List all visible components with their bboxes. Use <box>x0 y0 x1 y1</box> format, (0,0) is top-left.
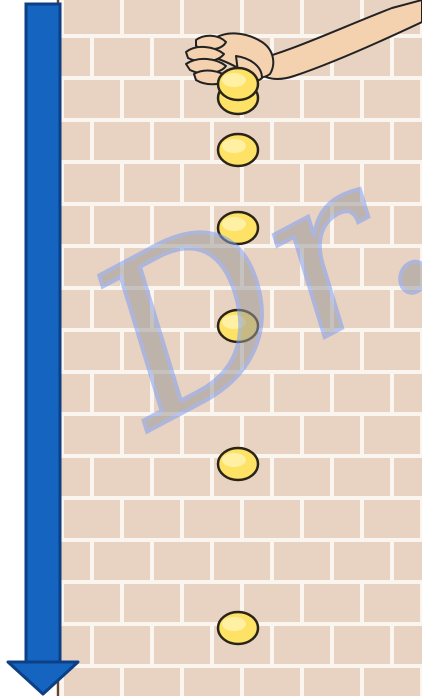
coin-icon <box>218 68 258 100</box>
coin-icon <box>218 448 258 480</box>
arrow-shaft <box>26 4 60 668</box>
coin-icon <box>218 612 258 644</box>
